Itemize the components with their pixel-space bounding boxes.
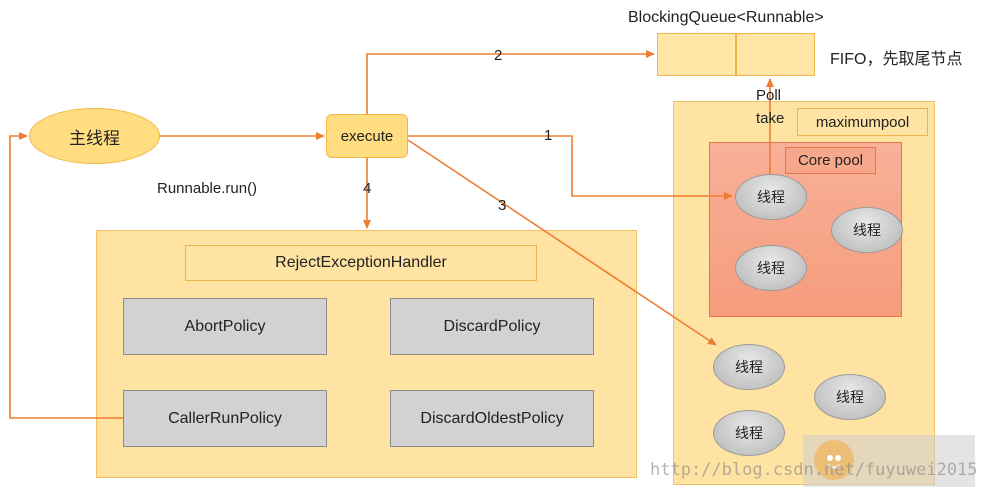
discard-oldest-policy: DiscardOldestPolicy <box>390 390 594 447</box>
reject-handler-label: RejectExceptionHandler <box>185 245 537 281</box>
arrow-label-3: 3 <box>498 197 507 214</box>
core-thread: 线程 <box>831 207 903 253</box>
arrow-1-to-core-thread <box>408 135 733 200</box>
max-pool-thread: 线程 <box>713 410 785 456</box>
arrow-label-4: 4 <box>363 180 372 197</box>
abort-policy: AbortPolicy <box>123 298 327 355</box>
fifo-note: FIFO，先取尾节点 <box>830 51 963 68</box>
execute-node: execute <box>326 114 408 158</box>
main-thread: 主线程 <box>29 108 160 164</box>
watermark-text: http://blog.csdn.net/fuyuwei2015 <box>650 460 978 480</box>
caller-run-policy: CallerRunPolicy <box>123 390 327 447</box>
queue-slot <box>736 33 815 76</box>
watermark-logo-icon <box>814 440 854 480</box>
core-pool-label: Core pool <box>785 147 876 174</box>
poll-label: Poll <box>756 87 782 104</box>
blocking-queue-label: BlockingQueue<Runnable> <box>628 9 824 26</box>
take-label: take <box>756 110 785 127</box>
arrow-label-1: 1 <box>544 127 553 144</box>
arrow-caller-run-to-main <box>9 132 123 419</box>
arrow-label-2: 2 <box>494 47 503 64</box>
runnable-run-label: Runnable.run() <box>157 180 258 197</box>
core-thread: 线程 <box>735 245 807 291</box>
core-thread: 线程 <box>735 174 807 220</box>
max-pool-thread: 线程 <box>814 374 886 420</box>
max-pool-thread: 线程 <box>713 344 785 390</box>
queue-slot <box>657 33 736 76</box>
discard-policy: DiscardPolicy <box>390 298 594 355</box>
arrow-2-to-queue <box>366 50 655 114</box>
arrow-3-to-max-thread <box>407 139 717 346</box>
maximum-pool-label: maximumpool <box>797 108 928 136</box>
